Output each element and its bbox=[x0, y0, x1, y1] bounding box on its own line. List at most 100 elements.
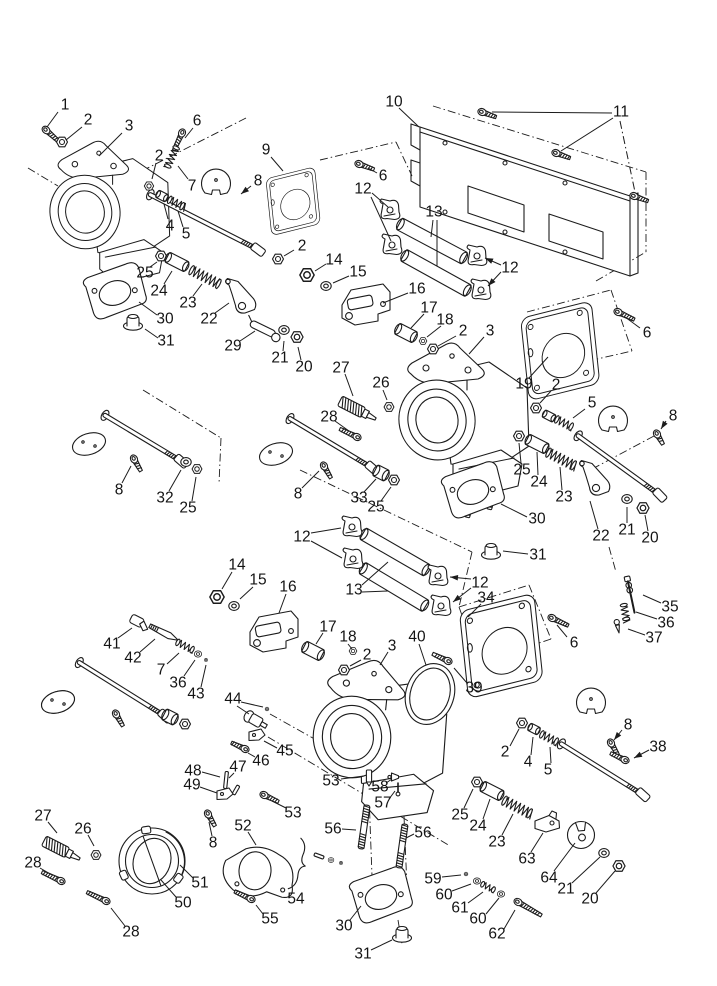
part-nut-18 bbox=[348, 647, 358, 655]
callout-42: 42 bbox=[124, 638, 156, 667]
part-nut-2 bbox=[143, 181, 155, 191]
part-screw-11 bbox=[551, 148, 572, 161]
part-number-label: 6 bbox=[379, 168, 388, 185]
part-number-label: 25 bbox=[451, 807, 468, 824]
part-nut-2 bbox=[515, 717, 529, 729]
part-number-label: 6 bbox=[193, 113, 202, 130]
part-throttle-shaft-8 bbox=[556, 738, 651, 803]
part-spring-36 bbox=[619, 602, 631, 624]
part-fuel-tube-13 bbox=[395, 217, 469, 265]
callout-8: 8 bbox=[208, 821, 217, 852]
part-screw-28 bbox=[338, 426, 362, 442]
callout-55: 55 bbox=[255, 904, 279, 928]
part-arm-29 bbox=[248, 314, 281, 343]
callout-36: 36 bbox=[169, 659, 196, 692]
part-jet-24 bbox=[524, 434, 550, 454]
part-number-label: 24 bbox=[530, 474, 548, 491]
part-number-label: 29 bbox=[224, 338, 241, 355]
callout-6: 6 bbox=[184, 113, 202, 139]
part-screw-1 bbox=[41, 125, 61, 144]
part-nut-18 bbox=[418, 337, 428, 345]
part-number-label: 18 bbox=[339, 629, 356, 646]
part-number-label: 56 bbox=[414, 825, 431, 842]
part-number-label: 52 bbox=[234, 818, 251, 835]
part-number-label: 12 bbox=[293, 529, 310, 546]
part-spring-23 bbox=[188, 265, 222, 290]
callout-4: 4 bbox=[524, 736, 534, 771]
callout-38: 38 bbox=[633, 739, 667, 759]
part-screw-62 bbox=[513, 897, 543, 918]
callout-20: 20 bbox=[295, 346, 313, 376]
part-number-label: 22 bbox=[592, 528, 609, 545]
part-number-label: 44 bbox=[224, 691, 242, 708]
part-number-label: 47 bbox=[229, 759, 246, 776]
callout-9: 9 bbox=[262, 142, 284, 172]
part-nut-2 bbox=[426, 343, 440, 355]
callout-20: 20 bbox=[581, 870, 616, 908]
part-number-label: 1 bbox=[61, 97, 70, 114]
part-diaphragm-cover-50-51 bbox=[118, 825, 186, 895]
callout-2: 2 bbox=[437, 323, 467, 347]
part-screw-28 bbox=[85, 890, 111, 906]
callout-58: 58 bbox=[371, 779, 393, 796]
callout-8: 8 bbox=[660, 408, 677, 430]
callout-5: 5 bbox=[544, 746, 552, 779]
part-o-ring-43 bbox=[204, 658, 208, 662]
callout-35: 35 bbox=[642, 594, 679, 616]
part-plug-31 bbox=[122, 313, 144, 331]
part-number-label: 8 bbox=[624, 717, 633, 734]
part-number-label: 13 bbox=[425, 204, 442, 221]
part-number-label: 16 bbox=[408, 281, 425, 298]
part-number-label: 23 bbox=[555, 489, 572, 506]
part-number-label: 60 bbox=[469, 911, 487, 928]
callout-53: 53 bbox=[271, 800, 302, 822]
part-nut-2 bbox=[271, 253, 285, 265]
part-jet-53 bbox=[365, 769, 373, 787]
part-stud-56 bbox=[357, 804, 371, 850]
part-washer-15 bbox=[228, 601, 240, 611]
callout-4: 4 bbox=[163, 203, 175, 235]
part-flange-plate-9 bbox=[266, 167, 321, 235]
part-screw-53 bbox=[259, 790, 280, 804]
part-nut-20 bbox=[612, 860, 626, 872]
callout-37: 37 bbox=[627, 628, 663, 647]
part-screw-46 bbox=[230, 740, 250, 754]
part-screw-39 bbox=[431, 651, 453, 666]
part-number-label: 12 bbox=[354, 181, 371, 198]
part-number-label: 8 bbox=[254, 173, 263, 190]
part-screw-28 bbox=[40, 870, 66, 886]
callout-11: 11 bbox=[491, 104, 636, 193]
part-number-label: 28 bbox=[122, 924, 139, 941]
callout-12: 12 bbox=[354, 181, 392, 242]
part-o-ring bbox=[339, 861, 343, 865]
part-number-label: 20 bbox=[295, 359, 313, 376]
part-spring-61 bbox=[480, 880, 496, 894]
part-clamp-12 bbox=[430, 594, 452, 617]
part-number-label: 12 bbox=[471, 575, 488, 592]
callout-24: 24 bbox=[469, 798, 491, 835]
part-number-label: 10 bbox=[385, 94, 403, 111]
part-number-label: 43 bbox=[187, 686, 204, 703]
part-flange-gasket-30 bbox=[440, 461, 505, 519]
part-valve-plate-32 bbox=[71, 432, 107, 456]
part-number-label: 48 bbox=[184, 763, 201, 780]
part-number-label: 61 bbox=[451, 900, 468, 917]
part-number-label: 30 bbox=[335, 918, 353, 935]
callout-25: 25 bbox=[451, 788, 474, 824]
callout-21: 21 bbox=[557, 856, 601, 898]
part-number-label: 14 bbox=[325, 252, 343, 269]
callout-33: 33 bbox=[350, 478, 377, 507]
part-washer-36 bbox=[193, 650, 203, 658]
callout-13: 13 bbox=[425, 204, 443, 266]
part-intake-mounting-bracket-10 bbox=[410, 123, 639, 277]
part-choke-plate bbox=[575, 687, 607, 715]
part-screw-8 bbox=[129, 454, 143, 473]
callout-31: 31 bbox=[354, 939, 393, 963]
part-number-label: 60 bbox=[435, 887, 453, 904]
callout-16: 16 bbox=[278, 579, 297, 614]
part-number-label: 11 bbox=[613, 104, 629, 121]
callout-23: 23 bbox=[488, 813, 514, 851]
callout-17: 17 bbox=[315, 619, 337, 645]
callout-53: 53 bbox=[322, 773, 365, 790]
